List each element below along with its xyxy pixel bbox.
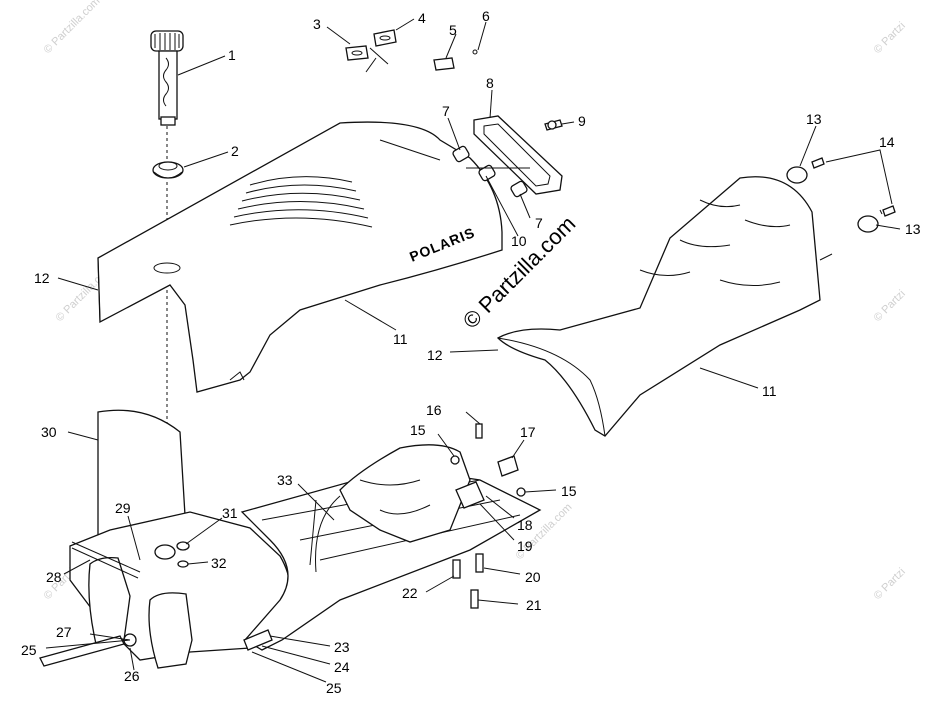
callout-23: 23 xyxy=(334,639,350,655)
callout-14: 14 xyxy=(879,134,895,150)
watermark-right-mid: © Partzi xyxy=(872,288,908,324)
callout-17: 17 xyxy=(520,424,536,440)
watermark-bottom-right: © Partzi xyxy=(872,566,908,602)
leader-lines xyxy=(45,18,901,683)
callout-18: 18 xyxy=(517,517,533,533)
callout-11-right: 11 xyxy=(762,383,777,399)
callout-9: 9 xyxy=(578,113,586,129)
seat-cover-upper xyxy=(97,121,503,393)
fuel-cap-assembly xyxy=(150,30,184,126)
callout-3: 3 xyxy=(313,16,321,32)
callout-33: 33 xyxy=(277,472,293,488)
watermark-top-right: © Partzi xyxy=(872,20,908,56)
seat-cushion xyxy=(496,176,821,437)
grommet xyxy=(152,161,184,179)
callout-5: 5 xyxy=(449,22,457,38)
callout-27: 27 xyxy=(56,624,72,640)
callout-7-upper: 7 xyxy=(442,103,450,119)
callout-12-left: 12 xyxy=(34,270,50,286)
callout-25-right: 25 xyxy=(326,680,342,696)
callout-31: 31 xyxy=(222,505,238,521)
callout-13-top: 13 xyxy=(806,111,822,127)
fasteners xyxy=(450,423,526,609)
callout-32: 32 xyxy=(211,555,227,571)
callout-21: 21 xyxy=(526,597,542,613)
callout-11-left: 11 xyxy=(393,331,408,347)
callout-19: 19 xyxy=(517,538,533,554)
callout-13-bottom: 13 xyxy=(905,221,921,237)
callout-26: 26 xyxy=(124,668,140,684)
callout-labels: 1 2 3 4 5 6 7 8 9 7 10 12 11 12 11 13 14… xyxy=(21,8,921,696)
fuel-line xyxy=(39,629,273,667)
callout-28: 28 xyxy=(46,569,62,585)
callout-15-right: 15 xyxy=(561,483,577,499)
fuel-tank-body xyxy=(69,511,291,669)
callout-4: 4 xyxy=(418,10,426,26)
end-caps xyxy=(786,149,896,261)
cushion-block xyxy=(339,444,471,543)
callout-25-left: 25 xyxy=(21,642,37,658)
callout-29: 29 xyxy=(115,500,131,516)
screw xyxy=(544,119,563,131)
callout-16: 16 xyxy=(426,402,442,418)
taillight-bracket xyxy=(473,115,563,195)
callout-8: 8 xyxy=(486,75,494,91)
callout-12-right: 12 xyxy=(427,347,443,363)
callout-10: 10 xyxy=(511,233,527,249)
spacers xyxy=(452,145,530,198)
callout-7-lower: 7 xyxy=(535,215,543,231)
callout-22: 22 xyxy=(402,585,418,601)
callout-1: 1 xyxy=(228,47,236,63)
callout-30: 30 xyxy=(41,424,57,440)
clip-parts xyxy=(345,29,478,73)
watermark-top-left: © Partzilla.com xyxy=(42,0,103,56)
callout-6: 6 xyxy=(482,8,490,24)
callout-2: 2 xyxy=(231,143,239,159)
callout-20: 20 xyxy=(525,569,541,585)
callout-24: 24 xyxy=(334,659,350,675)
callout-15-left: 15 xyxy=(410,422,426,438)
